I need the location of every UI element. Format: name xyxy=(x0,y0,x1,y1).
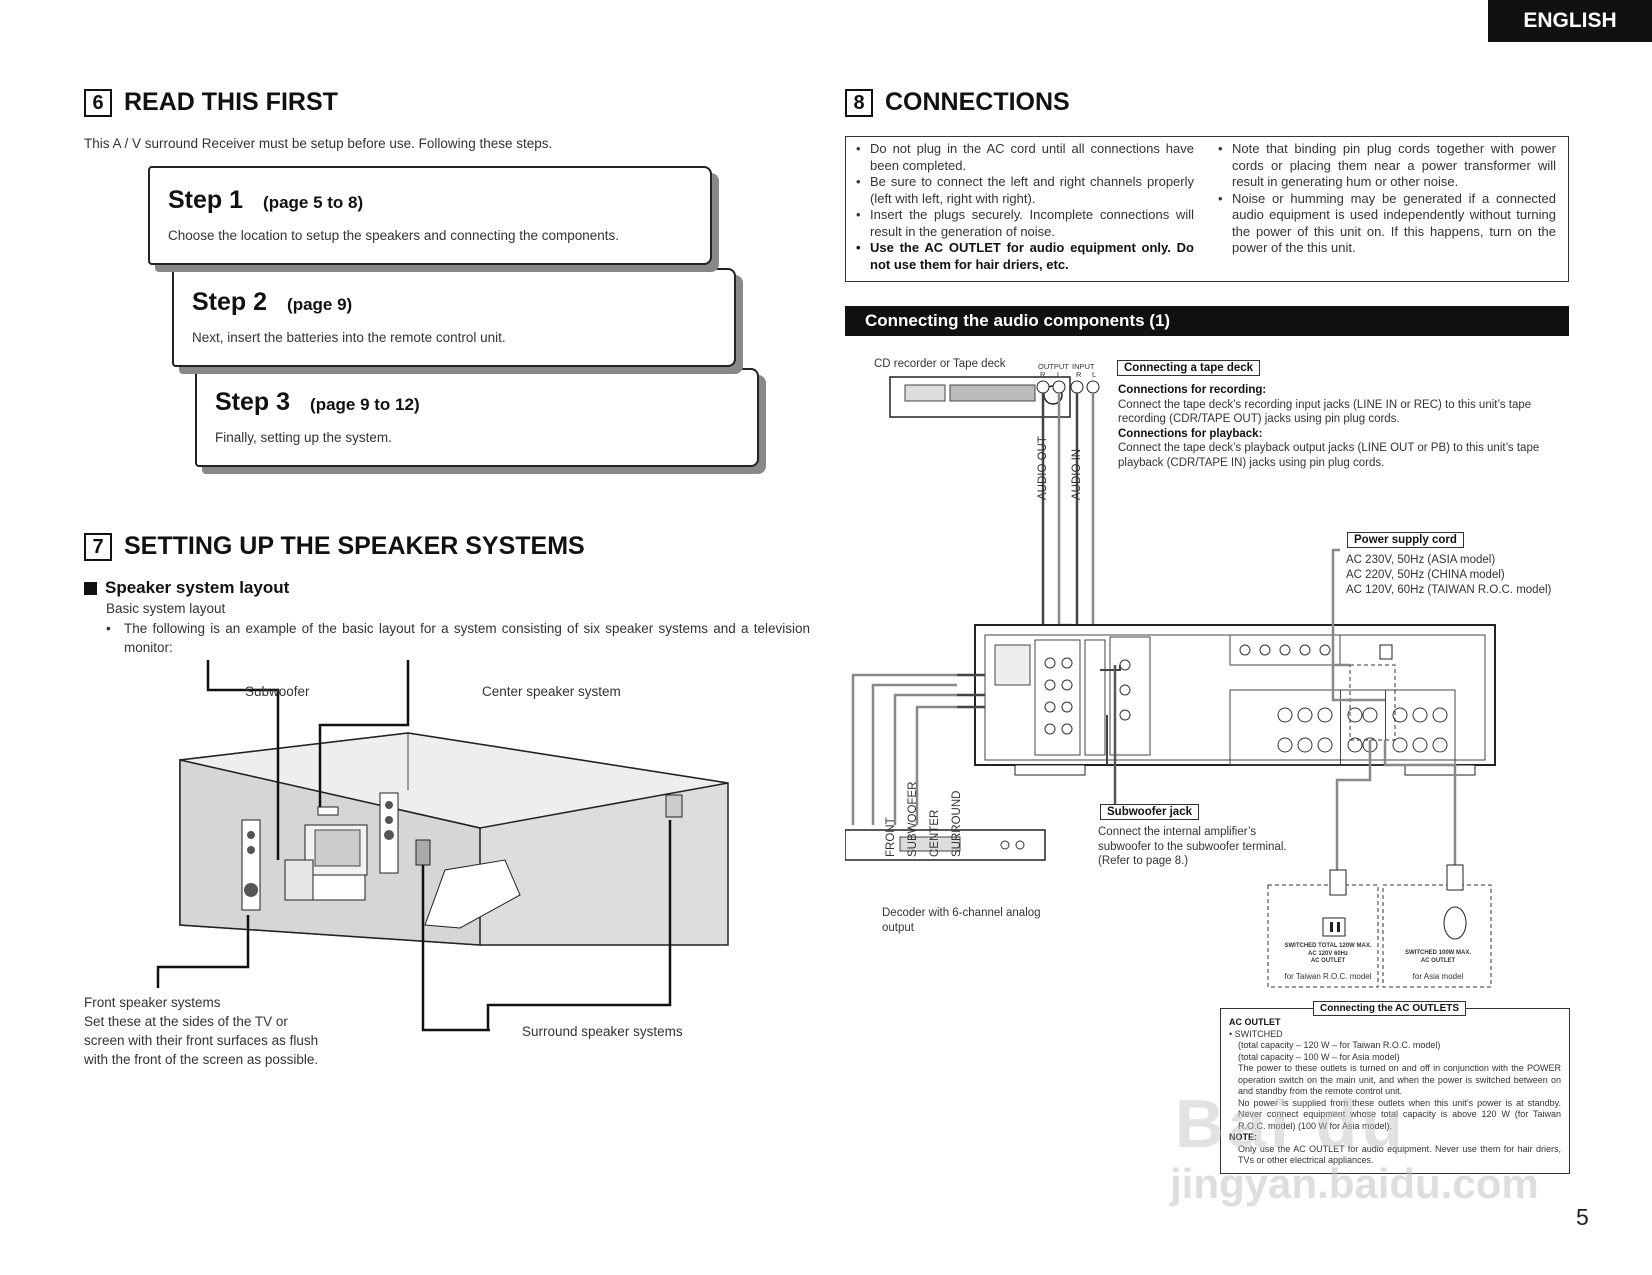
ac-outlets-text: AC OUTLET • SWITCHED (total capacity – 1… xyxy=(1229,1017,1561,1165)
step-2-desc: Next, insert the batteries into the remo… xyxy=(192,330,506,345)
input-l: L xyxy=(1092,370,1097,379)
watermark-top: Bai du xyxy=(1175,1086,1407,1162)
input-r: R xyxy=(1076,370,1082,379)
section-6-intro: This A / V surround Receiver must be set… xyxy=(84,136,553,151)
basic-layout-label: Basic system layout xyxy=(106,601,226,616)
audio-components-bar: Connecting the audio components (1) xyxy=(845,306,1569,336)
square-bullet-icon xyxy=(84,581,97,595)
output-l: L xyxy=(1057,370,1062,379)
watermark-bottom: jingyan.baidu.com xyxy=(1170,1160,1539,1207)
section-8-title: 8 CONNECTIONS xyxy=(845,88,1070,117)
channel-center: CENTER xyxy=(929,809,941,857)
speaker-layout-heading: Speaker system layout xyxy=(84,578,289,598)
subwoofer-box xyxy=(284,859,314,901)
note-right-1: Note that binding pin plug cords togethe… xyxy=(1218,141,1556,191)
ac-outlets-box: Connecting the AC OUTLETS AC OUTLET • SW… xyxy=(1220,1001,1570,1174)
note-left-1: Do not plug in the AC cord until all con… xyxy=(856,141,1194,174)
section-7-title: 7 SETTING UP THE SPEAKER SYSTEMS xyxy=(84,532,585,561)
section-6-heading: READ THIS FIRST xyxy=(124,88,338,116)
step-3-card: Step 3 (page 9 to 12) Finally, setting up… xyxy=(195,368,759,467)
surround-right-speaker xyxy=(665,794,683,818)
section-6-title: 6 READ THIS FIRST xyxy=(84,88,338,117)
front-left-speaker xyxy=(241,819,261,911)
page-number: 5 xyxy=(1576,1204,1589,1230)
output-label: OUTPUT xyxy=(1038,362,1069,371)
ac-outlets-title: Connecting the AC OUTLETS xyxy=(1313,1001,1467,1016)
step-1-label: Step 1 xyxy=(168,186,244,214)
note-right-2: Noise or humming may be generated if a c… xyxy=(1218,191,1556,257)
language-tab: ENGLISH xyxy=(1488,0,1652,42)
asia-outlet-spec: SWITCHED 100W MAX. AC OUTLET xyxy=(1404,950,1471,964)
center-speaker xyxy=(317,806,339,816)
audio-out-label: AUDIO OUT xyxy=(1037,436,1049,500)
decoder-unit xyxy=(845,829,1046,861)
section-7-heading: SETTING UP THE SPEAKER SYSTEMS xyxy=(124,532,585,560)
front-speaker-label: Front speaker systems Set these at the s… xyxy=(84,995,319,1067)
step-1-card: Step 1 (page 5 to 8) Choose the location … xyxy=(148,166,712,265)
step-2-card: Step 2 (page 9) Next, insert the batterie… xyxy=(172,268,736,367)
asia-plug xyxy=(1443,864,1467,940)
step-1-desc: Choose the location to setup the speaker… xyxy=(168,228,620,243)
tape-deck-box: Connecting a tape deck xyxy=(1117,360,1261,376)
step-3-desc: Finally, setting up the system. xyxy=(215,430,392,445)
cd-recorder-label: CD recorder or Tape deck xyxy=(874,358,1006,370)
asia-outlet-label: for Asia model xyxy=(1412,972,1464,981)
step-2-label: Step 2 xyxy=(192,288,268,316)
section-8-heading: CONNECTIONS xyxy=(885,88,1070,116)
subwoofer-jack-text: Connect the internal amplifier’s subwoof… xyxy=(1098,826,1287,867)
step-3-pages: (page 9 to 12) xyxy=(310,395,420,414)
layout-bullet-text: The following is an example of the basic… xyxy=(124,621,810,655)
tape-deck xyxy=(889,376,1071,418)
front-right-speaker xyxy=(379,792,399,874)
step-3-label: Step 3 xyxy=(215,388,291,416)
speaker-room-diagram xyxy=(156,660,729,1032)
section-6-number: 6 xyxy=(84,88,112,117)
subwoofer-label: Subwoofer xyxy=(245,684,310,699)
layout-bullet: •The following is an example of the basi… xyxy=(106,621,810,655)
taiwan-outlet-spec: SWITCHED TOTAL 120W MAX. AC 120V 60Hz AC… xyxy=(1284,943,1372,964)
step-1-pages: (page 5 to 8) xyxy=(263,193,364,212)
channel-subwoofer: SUBWOOFER xyxy=(907,781,919,857)
input-label: INPUT xyxy=(1072,362,1095,371)
note-left-3: Insert the plugs securely. Incomplete co… xyxy=(856,207,1194,240)
output-r: R xyxy=(1040,370,1046,379)
receiver-back-panel xyxy=(974,624,1496,776)
tv-monitor xyxy=(304,824,368,901)
power-cord-box: Power supply cord xyxy=(1347,532,1464,548)
center-speaker-label: Center speaker system xyxy=(482,684,621,699)
section-8-number: 8 xyxy=(845,88,873,117)
step-2-pages: (page 9) xyxy=(287,295,353,314)
audio-in-label: AUDIO IN xyxy=(1071,448,1083,500)
connection-notes: Do not plug in the AC cord until all con… xyxy=(845,136,1569,282)
sofa xyxy=(424,859,521,929)
tape-deck-jacks xyxy=(1036,380,1100,394)
channel-surround: SURROUND xyxy=(951,790,963,857)
power-cord-models: AC 230V, 50Hz (ASIA model) AC 220V, 50Hz… xyxy=(1346,554,1552,596)
tape-deck-text: Connections for recording: Connect the t… xyxy=(1118,384,1540,469)
speaker-layout-subtitle: Speaker system layout xyxy=(105,578,290,597)
subwoofer-jack-box: Subwoofer jack xyxy=(1100,804,1199,820)
connection-diagram xyxy=(845,376,1496,988)
taiwan-plug xyxy=(1322,869,1347,937)
surround-speaker-label: Surround speaker systems xyxy=(522,1024,683,1039)
taiwan-outlet-label: for Taiwan R.O.C. model xyxy=(1284,972,1372,981)
section-7-number: 7 xyxy=(84,532,112,561)
note-left-4: Use the AC OUTLET for audio equipment on… xyxy=(856,240,1194,273)
decoder-label: Decoder with 6-channel analog output xyxy=(882,907,1041,934)
channel-front: FRONT xyxy=(885,817,897,857)
note-left-2: Be sure to connect the left and right ch… xyxy=(856,174,1194,207)
surround-left-speaker xyxy=(415,839,431,866)
